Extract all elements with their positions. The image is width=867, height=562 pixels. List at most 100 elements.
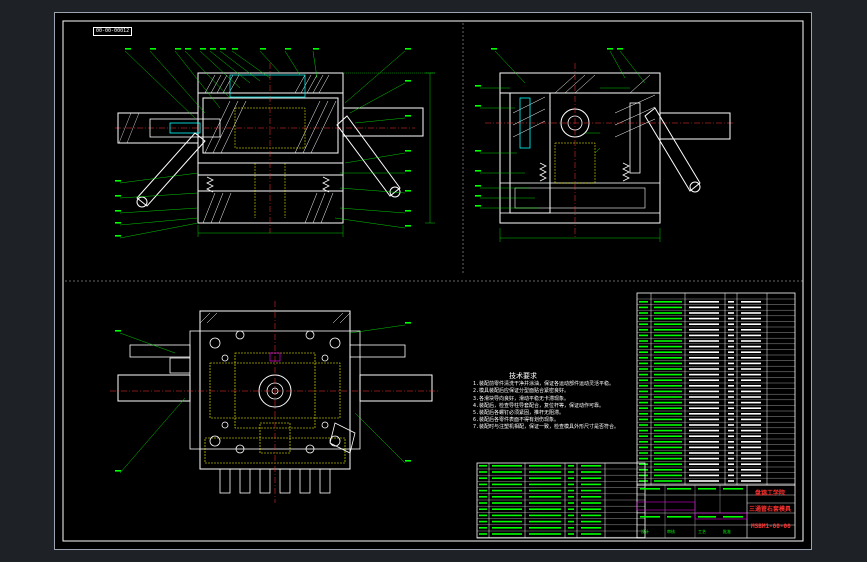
- fine-print-mark: [741, 435, 761, 437]
- fine-print-mark: [728, 351, 734, 353]
- fine-print-mark: [529, 514, 561, 517]
- fine-print-mark: [115, 470, 121, 472]
- fine-print-mark: [607, 48, 613, 50]
- fine-print-mark: [728, 312, 734, 314]
- fine-print-mark: [728, 334, 734, 337]
- fine-print-mark: [728, 457, 734, 460]
- fine-print-mark: [728, 357, 734, 359]
- part-name: 三通管右套模具: [749, 506, 792, 513]
- fine-print-mark: [741, 301, 761, 303]
- fine-print-mark: [479, 496, 487, 498]
- fine-print-mark: [639, 368, 648, 370]
- fine-print-mark: [639, 373, 648, 376]
- fine-print-mark: [581, 483, 601, 486]
- fine-print-mark: [654, 418, 682, 421]
- fine-print-mark: [639, 385, 648, 387]
- fine-print-mark: [728, 452, 734, 454]
- fine-print-mark: [728, 413, 734, 415]
- tb-label-review: 审核: [667, 529, 675, 534]
- fine-print-mark: [115, 195, 121, 197]
- fine-print-mark: [654, 390, 682, 393]
- fine-print-mark: [639, 334, 648, 337]
- fine-print-mark: [492, 508, 522, 510]
- fine-print-mark: [689, 312, 719, 314]
- fine-print-mark: [741, 362, 761, 365]
- fine-print-mark: [639, 446, 648, 449]
- fine-print-mark: [689, 373, 719, 376]
- fine-print-mark: [568, 465, 574, 467]
- fine-print-mark: [689, 345, 719, 348]
- tb-label-approve: 批准: [723, 529, 731, 534]
- company-name: 盘锦工学院: [755, 490, 786, 497]
- fine-print-mark: [260, 48, 266, 50]
- fine-print-mark: [115, 180, 121, 182]
- fine-print-mark: [529, 489, 561, 492]
- fine-print-mark: [728, 317, 734, 320]
- fine-print-mark: [689, 357, 719, 359]
- fine-print-mark: [654, 379, 682, 381]
- fine-print-mark: [639, 413, 648, 415]
- fine-print-mark: [741, 334, 761, 337]
- top-view: [110, 301, 440, 503]
- fine-print-mark: [640, 488, 660, 490]
- fine-print-mark: [639, 301, 648, 303]
- tech-req-item-6: 6.装配后各零件表面不得有划伤现象。: [473, 417, 560, 424]
- fine-print-mark: [568, 489, 574, 492]
- fine-print-mark: [741, 424, 761, 426]
- fine-print-mark: [150, 48, 156, 50]
- fine-print-mark: [175, 48, 181, 50]
- fine-print-mark: [491, 48, 497, 50]
- fine-print-mark: [479, 465, 487, 467]
- fine-print-mark: [581, 465, 601, 467]
- fine-print-mark: [741, 429, 761, 432]
- fine-print-mark: [741, 323, 761, 325]
- fine-print-mark: [568, 520, 574, 523]
- fine-print-mark: [639, 474, 648, 477]
- fine-print-mark: [639, 396, 648, 398]
- fine-print-mark: [723, 516, 743, 518]
- fine-print-mark: [654, 446, 682, 449]
- fine-print-mark: [639, 379, 648, 381]
- fine-print-mark: [115, 222, 121, 224]
- fine-print-mark: [728, 379, 734, 381]
- fine-print-mark: [741, 306, 761, 309]
- fine-print-mark: [568, 527, 574, 529]
- fine-print-mark: [200, 48, 206, 50]
- fine-print-mark: [492, 527, 522, 529]
- front-view: [115, 50, 435, 239]
- fine-print-mark: [115, 210, 121, 212]
- fine-print-mark: [405, 210, 411, 212]
- fine-print-mark: [639, 345, 648, 348]
- fine-print-mark: [529, 477, 561, 479]
- fine-print-mark: [479, 527, 487, 529]
- fine-print-mark: [741, 312, 761, 314]
- tech-req-item-1: 1.装配前零件清洗干净并涂油，保证各运动部件运动灵活平稳。: [473, 381, 615, 388]
- fine-print-mark: [581, 477, 601, 479]
- fine-print-mark: [689, 457, 719, 460]
- fine-print-mark: [689, 469, 719, 471]
- fine-print-mark: [741, 345, 761, 348]
- fine-print-mark: [492, 489, 522, 492]
- fine-print-mark: [654, 469, 682, 471]
- fine-print-mark: [654, 368, 682, 370]
- drawing-number: MSBM1-00-00: [751, 523, 791, 530]
- fine-print-mark: [654, 373, 682, 376]
- fine-print-mark: [689, 441, 719, 443]
- fine-print-mark: [689, 340, 719, 342]
- fine-print-mark: [639, 469, 648, 471]
- fine-print-mark: [728, 385, 734, 387]
- fine-print-mark: [654, 301, 682, 303]
- fine-print-mark: [654, 317, 682, 320]
- fine-print-mark: [475, 105, 481, 107]
- fine-print-mark: [115, 330, 121, 332]
- tb-label-process: 工艺: [698, 529, 706, 534]
- drawing-sheet: 00-00-00012 技术要求 1.装配前零件清洗干净并涂油，保证各运动部件运…: [54, 12, 812, 550]
- fine-print-mark: [581, 471, 601, 473]
- fine-print-mark: [654, 480, 682, 482]
- fine-print-mark: [654, 357, 682, 359]
- fine-print-mark: [581, 496, 601, 498]
- fine-print-mark: [667, 488, 691, 490]
- fine-print-mark: [654, 474, 682, 477]
- fine-print-mark: [639, 407, 648, 409]
- drawing-stamp: 00-00-00012: [93, 27, 133, 36]
